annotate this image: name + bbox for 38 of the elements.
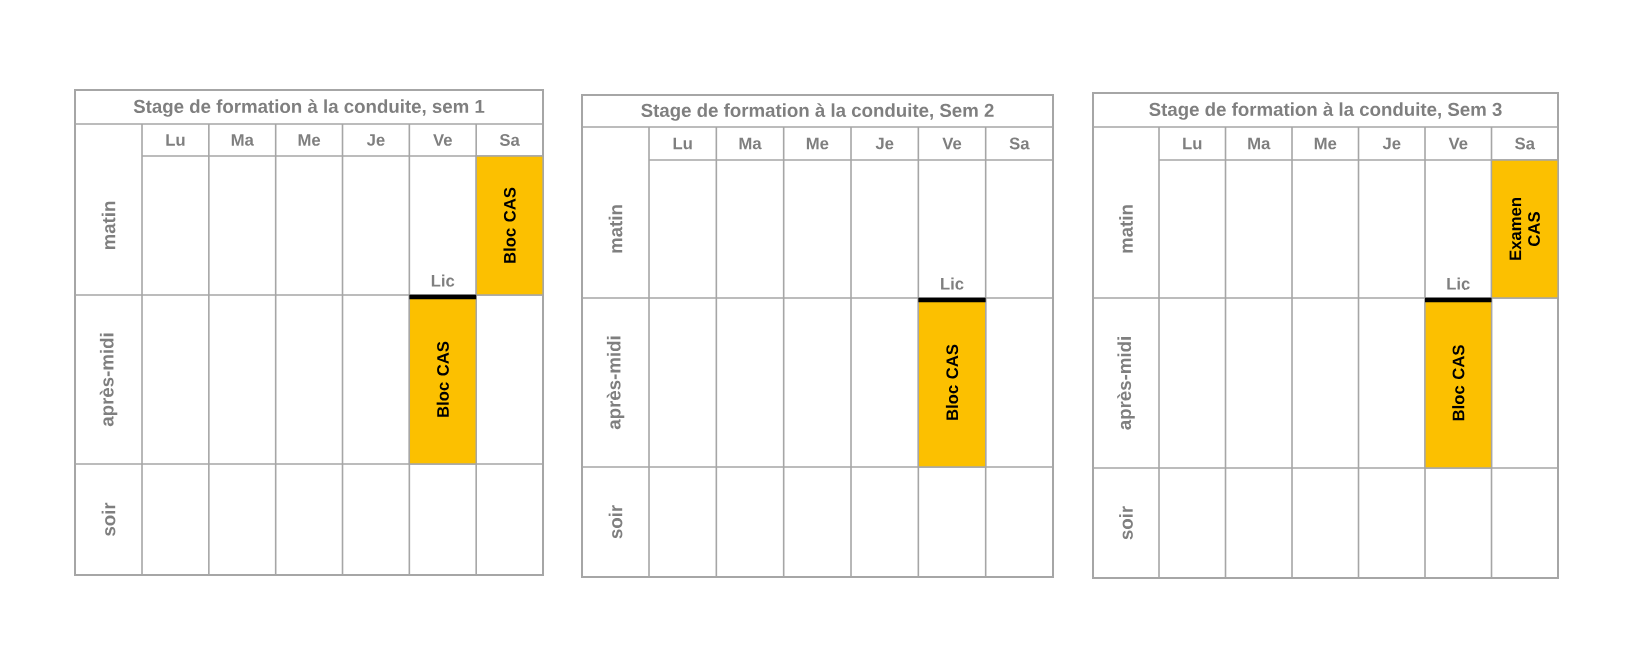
day-header: Lu — [673, 137, 692, 150]
day-header: Sa — [1009, 137, 1030, 150]
day-header: Ma — [739, 137, 762, 150]
timetable — [74, 89, 544, 576]
day-header: Ma — [1248, 137, 1271, 150]
timetable — [581, 94, 1054, 578]
table-title: Stage de formation à la conduite, sem 1 — [133, 99, 485, 117]
row-label: soir — [101, 502, 116, 536]
table-title: Stage de formation à la conduite, Sem 3 — [1149, 102, 1502, 120]
day-header: Lu — [1183, 137, 1202, 150]
row-label: après-midi — [1117, 337, 1135, 430]
session-block: Examen CAS — [1490, 159, 1559, 299]
day-header: Je — [875, 137, 894, 150]
session-block: Bloc CAS — [1424, 297, 1493, 469]
session-block: Bloc CAS — [408, 294, 477, 465]
day-header: Me — [298, 134, 321, 146]
row-label: après-midi — [606, 336, 625, 430]
day-header: Ve — [433, 134, 452, 146]
table-title: Stage de formation à la conduite, Sem 2 — [641, 103, 994, 121]
session-block: Bloc CAS — [475, 155, 544, 296]
row-label: matin — [608, 205, 623, 253]
timetable — [1092, 92, 1559, 579]
day-header: Je — [1382, 137, 1401, 150]
row-label: après-midi — [99, 333, 118, 427]
day-header: Ve — [1448, 137, 1468, 150]
day-header: Me — [1314, 137, 1337, 150]
day-header: Je — [366, 134, 385, 146]
day-header: Lu — [166, 134, 185, 146]
row-label: soir — [608, 505, 623, 539]
day-header: Ve — [942, 137, 962, 150]
day-header: Me — [806, 137, 829, 150]
slot-label: Lic — [1447, 277, 1470, 290]
day-header: Ma — [231, 134, 254, 146]
row-label: matin — [1119, 205, 1133, 253]
row-label: soir — [1119, 506, 1133, 540]
slot-label: Lic — [431, 274, 455, 287]
row-label: matin — [101, 201, 116, 250]
session-block: Bloc CAS — [917, 297, 987, 468]
